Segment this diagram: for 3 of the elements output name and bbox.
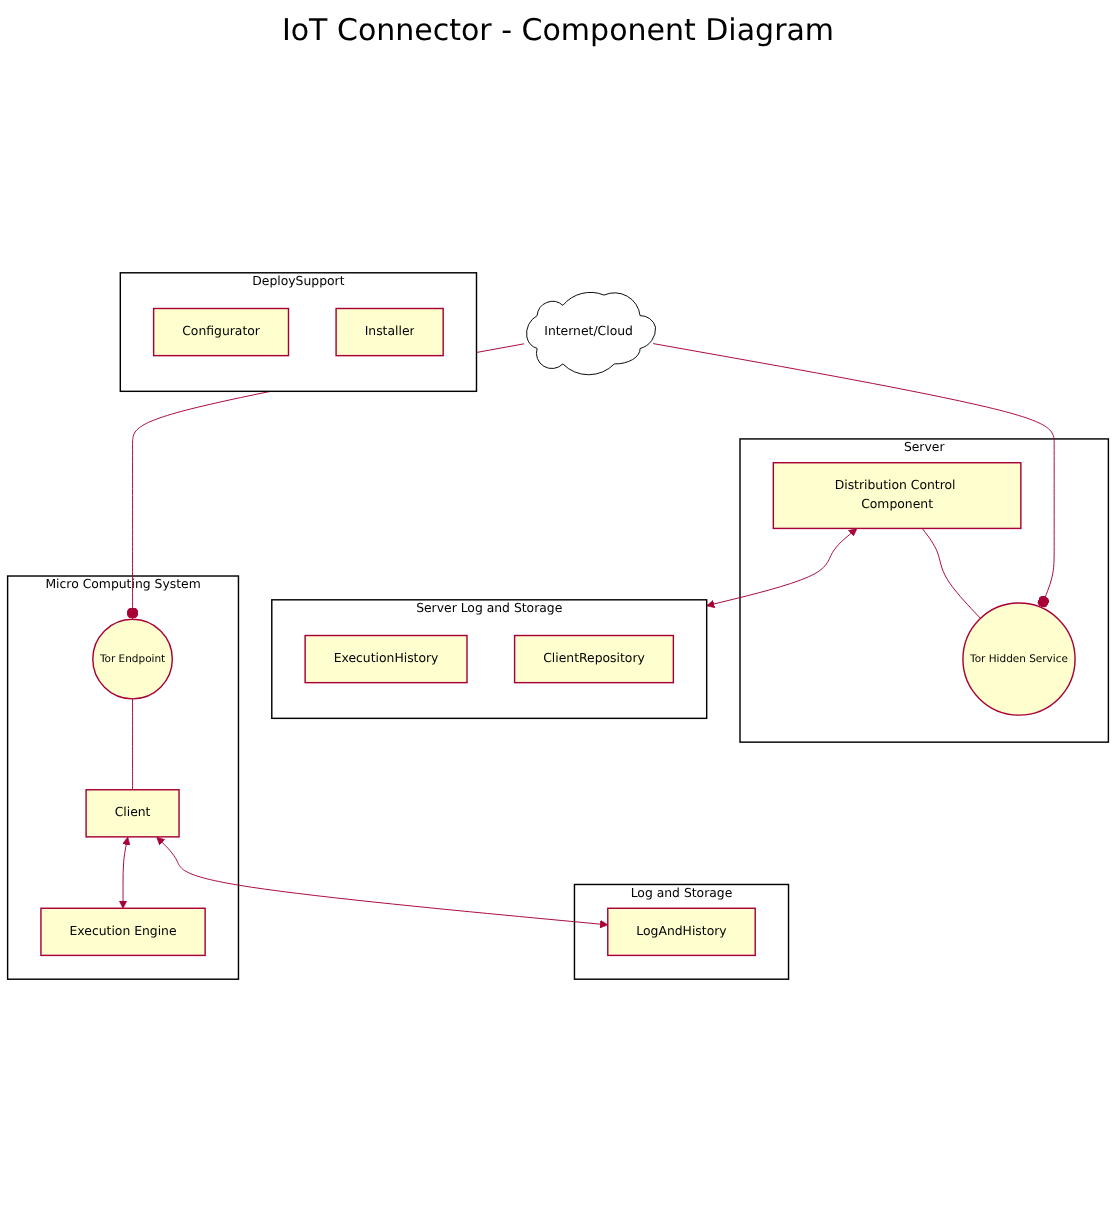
connector [921,527,981,619]
connector [132,698,134,791]
diagram-title: IoT Connector - Component Diagram [279,12,837,48]
